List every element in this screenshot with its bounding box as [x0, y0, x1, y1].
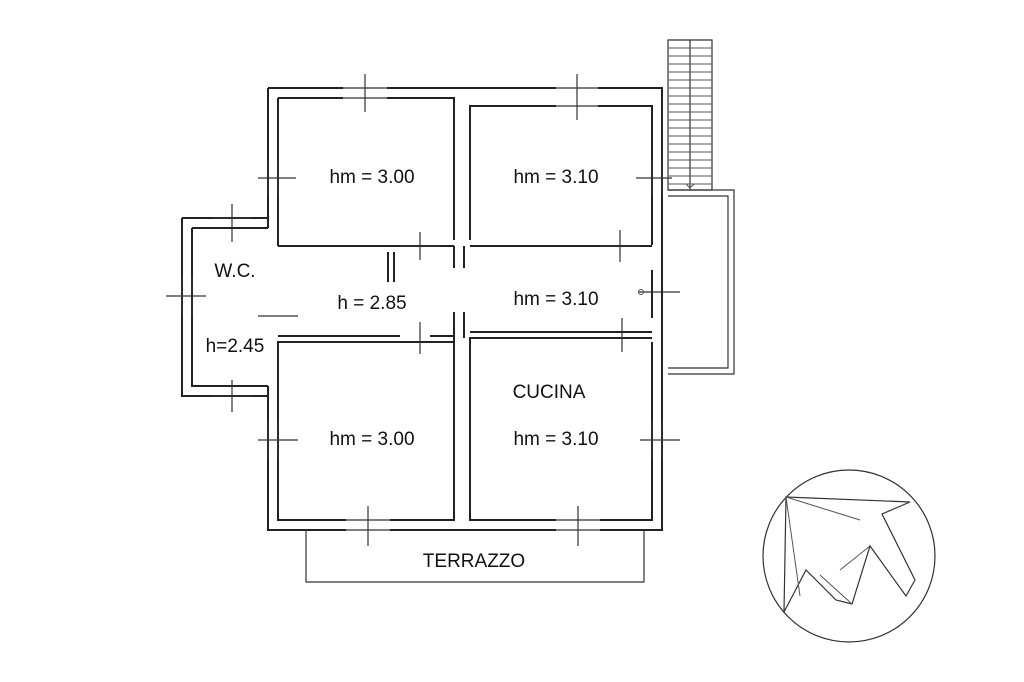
- wc-height: h=2.45: [206, 336, 265, 357]
- north-arrow-icon: [762, 469, 936, 643]
- bedroom-bottom-left-height: hm = 3.00: [329, 429, 414, 450]
- terrace-label: TERRAZZO: [423, 551, 525, 572]
- room-top-right-height: hm = 3.10: [513, 167, 598, 188]
- window-marks: [166, 74, 680, 546]
- staircase: [667, 39, 735, 375]
- kitchen-name: CUCINA: [513, 382, 586, 403]
- terrace: [305, 530, 645, 583]
- room-middle-right-height: hm = 3.10: [513, 289, 598, 310]
- kitchen-height: hm = 3.10: [513, 429, 598, 450]
- wc-label: W.C.: [214, 261, 255, 282]
- bedroom-top-left-height: hm = 3.00: [329, 167, 414, 188]
- room-labels: hm = 3.00 hm = 3.10 W.C. h=2.45 h = 2.85…: [206, 167, 599, 572]
- corridor-height: h = 2.85: [337, 293, 406, 314]
